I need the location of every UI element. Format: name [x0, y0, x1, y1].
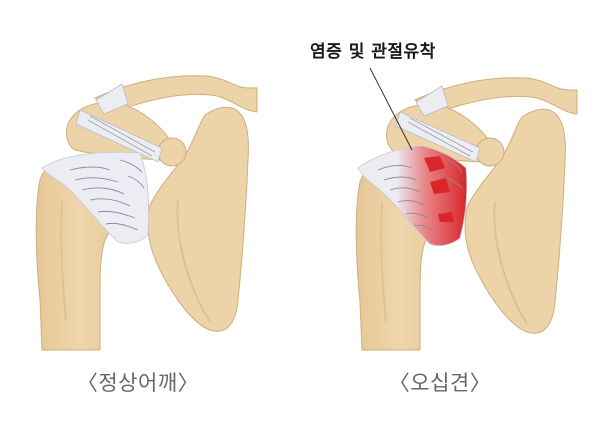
acromioclavicular-ligament [95, 83, 129, 115]
clavicle-bone [93, 75, 258, 113]
inflammation-adhesion-callout: 염증 및 관절유착 [310, 42, 436, 62]
glenoid-knob [157, 137, 187, 167]
inflamed-joint-capsule [357, 145, 468, 246]
scapula-bone [464, 108, 566, 334]
callout-leader-line [369, 67, 413, 151]
frozen-shoulder-illustration [355, 67, 578, 351]
frozen-shoulder-caption: 〈오십견〉 [388, 371, 492, 395]
normal-shoulder-panel: 〈정상어깨〉 [35, 75, 258, 395]
scapula-bone [147, 106, 249, 332]
inflammation-patches [424, 156, 454, 222]
joint-capsule [41, 151, 150, 244]
coracoacromial-ligament [75, 109, 163, 163]
capsule-fibers [69, 159, 145, 231]
clavicle-bone [413, 77, 578, 115]
normal-shoulder-caption: 〈정상어깨〉 [76, 371, 200, 395]
capsule-fibers [377, 159, 463, 231]
acromioclavicular-ligament [415, 85, 449, 117]
glenoid-knob [475, 137, 505, 167]
normal-shoulder-illustration [35, 75, 258, 351]
frozen-shoulder-panel: 〈오십견〉 [300, 0, 600, 437]
